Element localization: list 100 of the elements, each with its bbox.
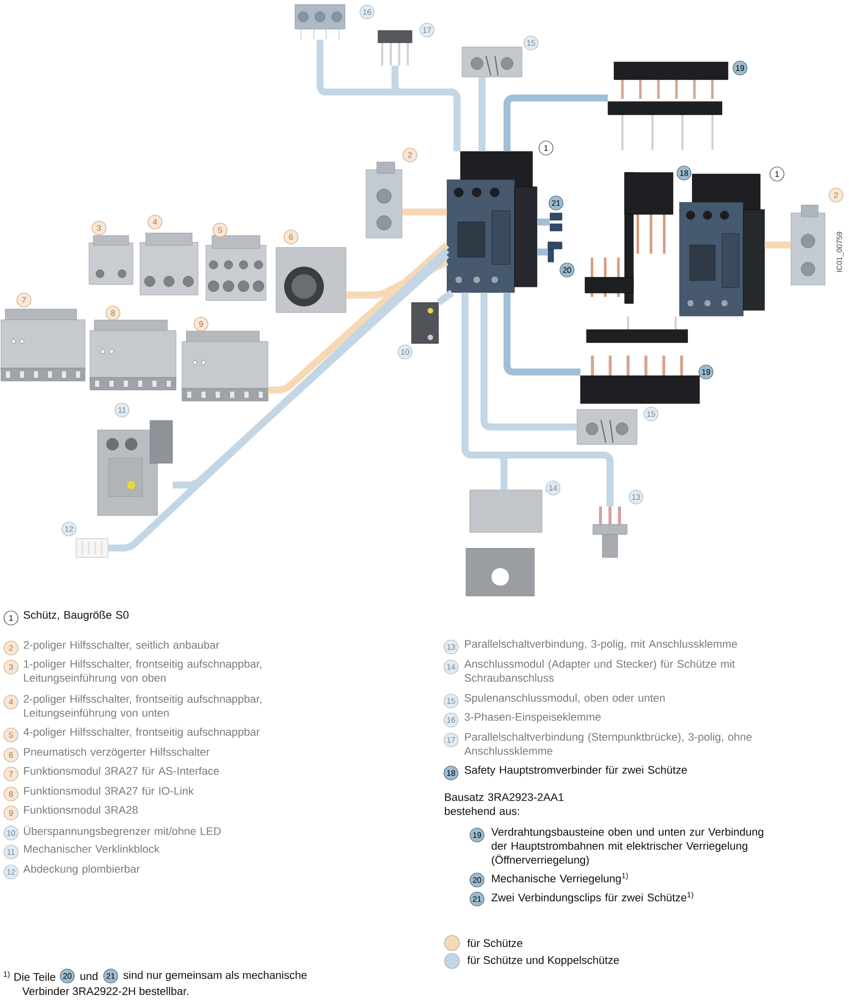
parallel-link-drawing: [592, 506, 628, 558]
callout-number: 20: [470, 872, 484, 888]
part-description: Abdeckung plombierbar: [23, 864, 140, 875]
surge-suppressor-drawing: [411, 302, 439, 344]
callout-number: 5: [4, 728, 18, 742]
callout-number: 11: [4, 844, 18, 860]
part-description: 3-Phasen-Einspeiseklemme: [464, 712, 601, 723]
function-module-drawing: [182, 330, 268, 402]
callout-number: 4: [148, 214, 162, 230]
callout-number: 21: [103, 968, 118, 984]
connection-module-drawing: [466, 490, 542, 596]
part-description: Spulenanschlussmodul, oben oder unten: [464, 694, 665, 704]
function-module-drawing: [0, 308, 86, 382]
callout-number: 16: [360, 4, 374, 20]
part-description: Pneumatisch verzögerter Hilfsschalter: [24, 748, 210, 758]
callout-number: 3: [4, 660, 18, 674]
connector-band: [504, 94, 608, 152]
callout-number: 19: [470, 828, 484, 842]
part-description: 1-poliger Hilfsschalter, frontseitig aufschnappbar, Leitungseinführung von oben: [24, 660, 262, 684]
callout-number: 18: [676, 166, 692, 180]
part-description: Verdrahtungsbausteine oben und unten zur Verbindung der Hauptstrombahnen mit elektrischer Verriegelung (Öffnerverriegelung): [491, 828, 764, 866]
connector-band: [108, 247, 450, 552]
callout-number: 14: [546, 480, 560, 496]
auxiliary-switch-drawing: [790, 204, 826, 286]
connector-band: [764, 242, 791, 248]
clip-drawing: [550, 212, 562, 232]
callout-number: 7: [16, 292, 32, 308]
auxiliary-switch-drawing: [88, 235, 134, 285]
callout-number: 20: [60, 968, 75, 984]
callout-number: 8: [106, 306, 120, 320]
callout-number: 1: [538, 140, 554, 156]
callout-number: 3: [92, 220, 106, 236]
callout-number: 21: [548, 196, 564, 210]
latch-block-drawing: [97, 420, 173, 516]
connector-band: [268, 242, 450, 394]
callout-number: 15: [444, 694, 458, 708]
callout-number: 4: [4, 694, 18, 710]
callout-number: 17: [420, 22, 434, 38]
cover-drawing: [76, 538, 108, 558]
callout-number: 20: [560, 262, 574, 278]
callout-number: 7: [4, 766, 18, 782]
auxiliary-switch-drawing: [366, 162, 402, 238]
part-description: Funktionsmodul 3RA27 für IO-Link: [24, 786, 194, 795]
function-module-drawing: [90, 320, 176, 390]
wiring-bar-drawing: [608, 62, 728, 150]
callout-number: 12: [62, 522, 76, 536]
part-description: Funktionsmodul 3RA28: [24, 806, 138, 814]
coil-module-drawing: [576, 409, 638, 445]
connector-band: [504, 292, 580, 376]
callout-number: 10: [4, 826, 18, 840]
connector-band: [436, 290, 454, 306]
part-description: 2-poliger Hilfsschalter, frontseitig aufschnappbar, Leitungseinführung von unten: [24, 694, 262, 719]
callout-number: 2: [4, 640, 18, 656]
auxiliary-switch-drawing: [140, 232, 198, 296]
part-description: Schütz, Baugröße S0: [24, 610, 129, 621]
connector-band: [537, 248, 548, 256]
callout-number: 14: [444, 660, 458, 674]
callout-number: 15: [524, 36, 538, 50]
connector-band: [480, 292, 577, 430]
callout-number: 10: [398, 344, 412, 360]
part-description: Funktionsmodul 3RA27 für AS-Interface: [24, 766, 219, 775]
connector-band: [392, 66, 460, 152]
callout-number: 9: [4, 806, 18, 820]
part-description: 2-poliger Hilfsschalter, seitlich anbaubar: [24, 640, 220, 651]
callout-number: 2: [828, 188, 844, 202]
legend-text: für Schütze und Koppelschütze: [467, 956, 619, 966]
connector-band: [172, 252, 450, 488]
part-description: Zwei Verbindungsclips für zwei Schütze$^{1)}$: [492, 892, 694, 904]
callout-number: 13: [444, 640, 458, 654]
callout-number: 21: [470, 892, 484, 906]
callout-number: 9: [194, 316, 208, 332]
kit-heading: Bausatz 3RA2923-2AA1 bestehend aus:: [444, 793, 564, 815]
callout-number: 1: [4, 610, 18, 626]
callout-number: 17: [444, 732, 458, 748]
callout-number: 15: [644, 406, 658, 422]
callout-number: 1: [770, 166, 784, 182]
coil-module-drawing: [462, 46, 522, 78]
footnote-text: und: [80, 972, 98, 980]
callout-number: 19: [732, 60, 748, 76]
star-bridge-drawing: [378, 30, 412, 66]
wiring-bar-drawing: [580, 316, 700, 404]
connector-band: [346, 258, 448, 298]
callout-number: 13: [628, 490, 644, 504]
callout-number: 8: [4, 786, 18, 802]
callout-number: 5: [212, 222, 228, 238]
safety-connector-drawing: [584, 172, 674, 304]
part-description: Überspannungsbegrenzer mit/ohne LED: [24, 826, 221, 838]
footnote-text: $^{1)}$ Die Teile: [4, 971, 56, 981]
part-description: Safety Hauptstromverbinder für zwei Schütze: [464, 766, 687, 776]
connector-band: [537, 218, 550, 226]
footnote-text: sind nur gemeinsam als mechanische: [123, 970, 307, 982]
legend-text: für Schütze: [467, 938, 522, 948]
callout-number: 6: [284, 230, 298, 244]
callout-number: 19: [698, 364, 714, 380]
callout-number: 16: [444, 712, 458, 728]
connector-band: [478, 77, 486, 152]
callout-number: 12: [4, 864, 18, 880]
part-description: Parallelschaltverbindung, 3-polig, mit Anschlussklemme: [465, 640, 737, 650]
connector-band: [462, 292, 614, 506]
part-description: Mechanischer Verklinkblock: [24, 844, 160, 853]
